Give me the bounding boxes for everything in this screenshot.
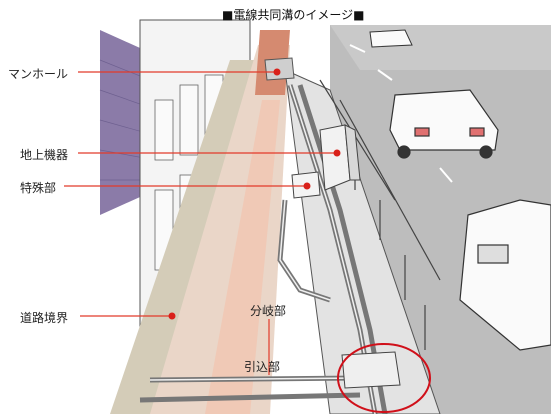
diagram-title: ■電線共同溝のイメージ■ (222, 8, 365, 22)
dot-ground-equipment (333, 149, 341, 157)
ground-equipment (319, 124, 361, 191)
car-near (459, 199, 551, 351)
manhole-cover (264, 57, 295, 81)
dot-special-section (303, 182, 311, 190)
marker-dots (168, 68, 341, 320)
dot-manhole (273, 68, 281, 76)
label-special-section: 特殊部 (20, 181, 57, 195)
label-branch-section: 分岐部 (250, 304, 287, 318)
label-road-boundary: 道路境界 (20, 311, 69, 325)
leader-lines (64, 71, 337, 375)
label-lead-in-section: 引込部 (244, 360, 281, 374)
dot-road-boundary (168, 312, 176, 320)
label-manhole: マンホール (8, 67, 69, 81)
car-middle (389, 89, 499, 159)
label-ground-equipment: 地上機器 (20, 148, 69, 162)
car-far (369, 29, 413, 48)
sidewalk-stripe (205, 100, 280, 414)
road-far (330, 25, 551, 70)
highlight-circle (337, 343, 431, 413)
branch-box (341, 351, 401, 389)
gravel-strip (110, 60, 260, 414)
